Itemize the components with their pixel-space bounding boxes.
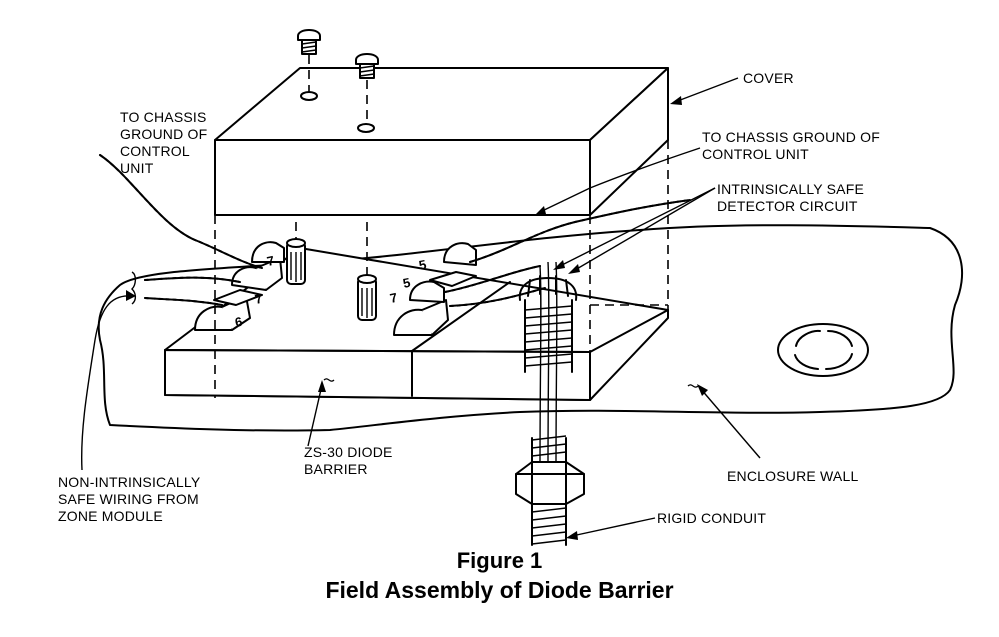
label-chassis-ground-left: TO CHASSIS GROUND OF CONTROL UNIT: [120, 109, 208, 176]
barrier-pointer-tick: [323, 378, 335, 382]
figure-title: Field Assembly of Diode Barrier: [325, 577, 674, 603]
label-non-intrinsic-wiring: NON-INTRINSICALLY SAFE WIRING FROM ZONE …: [58, 474, 201, 524]
terminal-number: 5: [418, 257, 428, 273]
wall-pointer-tick: [687, 384, 699, 388]
rigid-conduit: [515, 275, 585, 546]
label-zs30-barrier: ZS-30 DIODE BARRIER: [304, 444, 393, 477]
terminal-number: 6: [234, 314, 244, 330]
standoff-left: [286, 238, 306, 285]
cover-screws: [297, 29, 379, 124]
standoff-right: [357, 274, 377, 321]
figure-number: Figure 1: [456, 548, 543, 573]
label-chassis-ground-right: TO CHASSIS GROUND OF CONTROL UNIT: [702, 129, 880, 162]
label-enclosure-wall: ENCLOSURE WALL: [727, 468, 859, 484]
leader-lines: [81, 77, 761, 540]
mounting-hole: [777, 323, 869, 377]
cover: [214, 67, 669, 216]
label-rigid-conduit: RIGID CONDUIT: [657, 510, 767, 526]
terminal-group: [194, 241, 477, 336]
terminal-number: 5: [402, 275, 412, 291]
terminal-number: 7: [389, 290, 399, 306]
terminal-number: 7: [254, 291, 264, 307]
wiring: [99, 154, 691, 471]
terminal-number: 7: [266, 253, 276, 269]
terminal-numbers: 6 7 7 7 5 5: [234, 253, 428, 330]
label-intrinsic-circuit: INTRINSICALLY SAFE DETECTOR CIRCUIT: [717, 181, 865, 214]
label-cover: COVER: [743, 70, 794, 86]
